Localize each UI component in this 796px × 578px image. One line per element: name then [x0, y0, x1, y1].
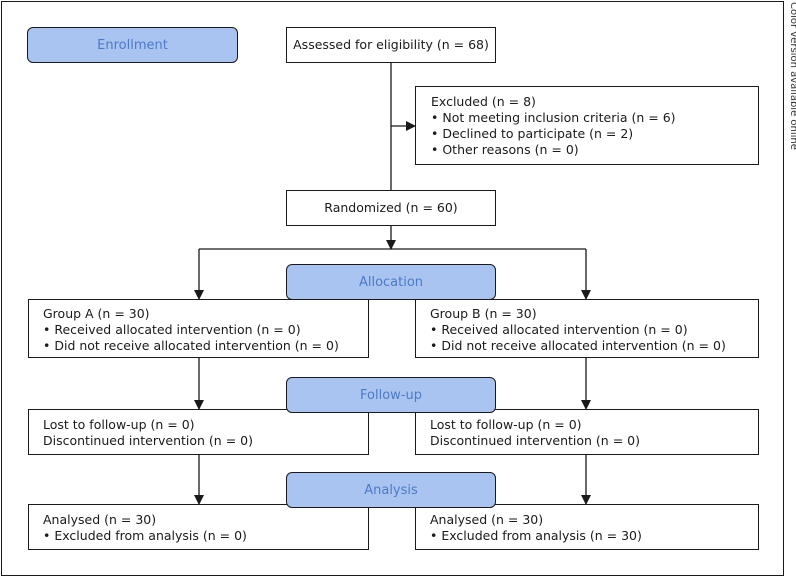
- stage-enrollment: Enrollment: [27, 27, 238, 63]
- excluded-item: • Other reasons (n = 0): [431, 142, 579, 157]
- group-a-title: Group A (n = 30): [43, 306, 150, 321]
- stage-analysis-label: Analysis: [364, 482, 418, 498]
- group-a-followup-box: Lost to follow-up (n = 0) Discontinued i…: [28, 409, 369, 455]
- group-b-item: • Did not receive allocated intervention…: [430, 338, 726, 353]
- excluded-item: • Not meeting inclusion criteria (n = 6): [431, 110, 676, 125]
- group-b-allocation-box: Group B (n = 30) • Received allocated in…: [415, 299, 759, 358]
- assessed-text: Assessed for eligibility (n = 68): [293, 37, 489, 52]
- group-b-followup-line: Discontinued intervention (n = 0): [430, 433, 640, 448]
- group-a-allocation-box: Group A (n = 30) • Received allocated in…: [28, 299, 369, 358]
- stage-enrollment-label: Enrollment: [97, 37, 168, 53]
- group-a-analysis-line: Analysed (n = 30): [43, 512, 157, 527]
- group-b-analysis-box: Analysed (n = 30) • Excluded from analys…: [415, 504, 759, 550]
- color-version-note: Color version available online: [784, 2, 796, 152]
- excluded-item: • Declined to participate (n = 2): [431, 126, 634, 141]
- group-b-followup-box: Lost to follow-up (n = 0) Discontinued i…: [415, 409, 759, 455]
- group-a-followup-line: Discontinued intervention (n = 0): [43, 433, 253, 448]
- group-b-followup-line: Lost to follow-up (n = 0): [430, 417, 582, 432]
- assessed-box: Assessed for eligibility (n = 68): [286, 27, 496, 63]
- group-a-item: • Did not receive allocated intervention…: [43, 338, 339, 353]
- color-version-note-text: Color version available online: [788, 2, 796, 150]
- stage-allocation: Allocation: [286, 264, 496, 300]
- diagram-frame: [1, 1, 784, 576]
- randomized-box: Randomized (n = 60): [286, 190, 496, 226]
- stage-allocation-label: Allocation: [358, 274, 424, 290]
- randomized-text: Randomized (n = 60): [324, 200, 458, 215]
- group-a-analysis-box: Analysed (n = 30) • Excluded from analys…: [28, 504, 369, 550]
- excluded-title: Excluded (n = 8): [431, 94, 536, 109]
- stage-followup: Follow-up: [286, 377, 496, 413]
- group-b-analysis-line: • Excluded from analysis (n = 30): [430, 528, 642, 543]
- excluded-box: Excluded (n = 8) • Not meeting inclusion…: [415, 86, 759, 165]
- group-a-item: • Received allocated intervention (n = 0…: [43, 322, 301, 337]
- stage-analysis: Analysis: [286, 472, 496, 508]
- group-a-analysis-line: • Excluded from analysis (n = 0): [43, 528, 247, 543]
- group-a-followup-line: Lost to follow-up (n = 0): [43, 417, 195, 432]
- group-b-title: Group B (n = 30): [430, 306, 537, 321]
- group-b-item: • Received allocated intervention (n = 0…: [430, 322, 688, 337]
- group-b-analysis-line: Analysed (n = 30): [430, 512, 544, 527]
- stage-followup-label: Follow-up: [360, 387, 422, 403]
